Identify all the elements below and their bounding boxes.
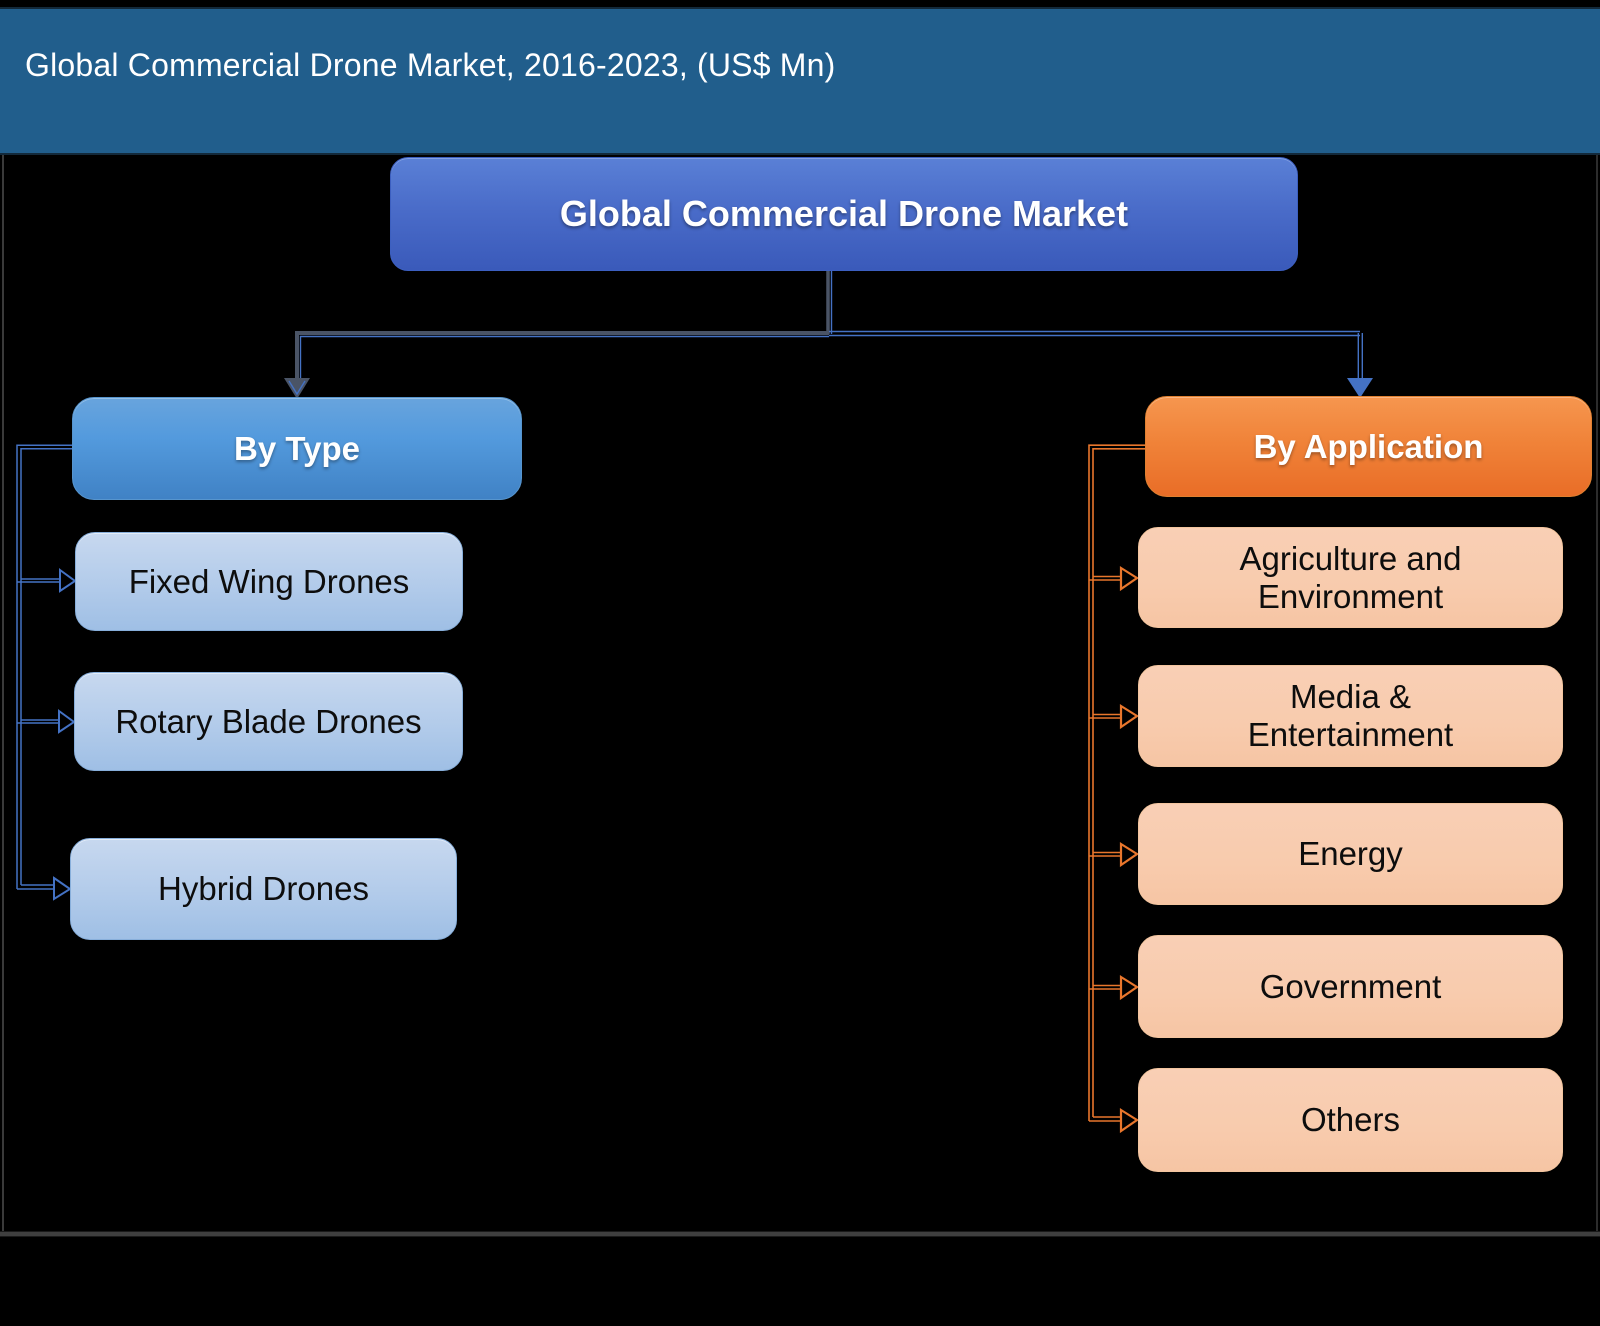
root-node: Global Commercial Drone Market	[390, 157, 1298, 271]
frame-right-border	[1596, 155, 1598, 1233]
connector-root-to-type	[284, 331, 829, 399]
application-item-energy: Energy	[1138, 803, 1563, 905]
application-item-label: Energy	[1298, 835, 1403, 873]
page-title: Global Commercial Drone Market, 2016-202…	[25, 47, 836, 83]
root-node-label: Global Commercial Drone Market	[559, 193, 1129, 235]
application-item-media-entertainment: Media & Entertainment	[1138, 665, 1563, 767]
application-item-agriculture-environment: Agriculture and Environment	[1138, 527, 1563, 628]
type-item-label: Hybrid Drones	[158, 870, 369, 908]
branch-by-type: By Type	[72, 397, 522, 500]
connector-root-stem	[826, 271, 833, 334]
type-item-label: Fixed Wing Drones	[128, 562, 410, 600]
connector-type-spine	[16, 444, 77, 901]
type-item-hybrid-drones: Hybrid Drones	[70, 838, 457, 940]
application-item-label: Government	[1259, 967, 1442, 1005]
branch-by-type-label: By Type	[234, 429, 360, 467]
connector-application-spine	[1088, 444, 1145, 1134]
application-item-label: Media & Entertainment	[1247, 678, 1454, 753]
type-item-rotary-blade-drones: Rotary Blade Drones	[74, 672, 463, 771]
title-band: Global Commercial Drone Market, 2016-202…	[0, 7, 1600, 155]
application-item-label: Others	[1300, 1101, 1401, 1139]
connector-root-to-application	[829, 330, 1373, 398]
type-item-label: Rotary Blade Drones	[115, 702, 422, 740]
application-item-others: Others	[1138, 1068, 1563, 1172]
application-item-label: Agriculture and Environment	[1239, 539, 1462, 615]
frame-left-border	[2, 155, 4, 1233]
frame-bottom-border	[0, 1231, 1600, 1237]
application-item-government: Government	[1138, 935, 1563, 1038]
branch-by-application: By Application	[1145, 396, 1592, 497]
branch-by-application-label: By Application	[1253, 427, 1484, 465]
type-item-fixed-wing-drones: Fixed Wing Drones	[75, 532, 463, 631]
